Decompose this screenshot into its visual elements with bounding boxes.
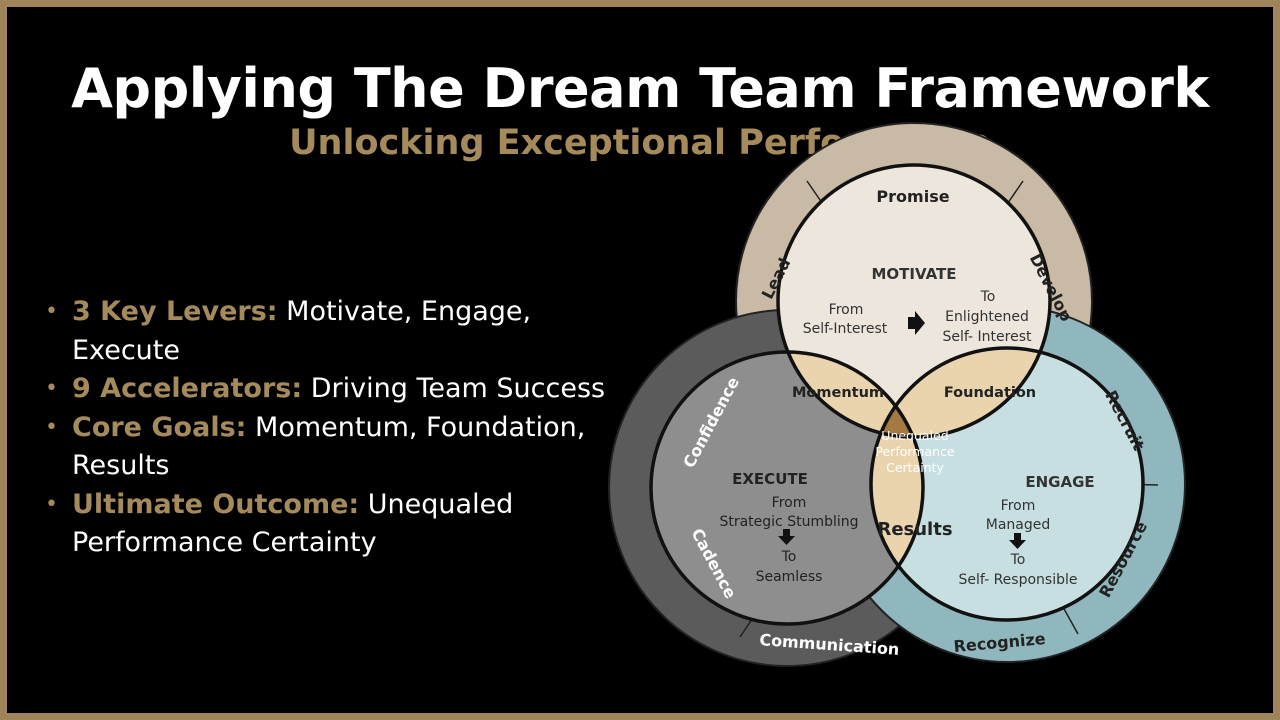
bullet-dot-icon: • [45,491,58,517]
bullet-item: • Ultimate Outcome: Unequaled Performance… [45,486,645,563]
motivate-from-label: From [829,302,864,318]
bullet-text: Momentum, Foundation, Results [72,411,586,482]
slide-title: Applying The Dream Team Framework [71,57,1209,120]
outcome-line-3: Certainty [886,460,944,475]
arrow-right-icon [908,311,925,335]
engage-to-label: To [1010,552,1026,568]
motivate-from-value: Self-Interest [803,321,888,337]
execute-from-value: Strategic Stumbling [719,514,858,530]
goal-results: Results [877,519,952,540]
bullet-item: • Core Goals: Momentum, Foundation, Resul… [45,409,645,486]
outcome-line-2: Performance [875,444,955,459]
execute-outline [649,350,925,626]
motivate-to-value-1: Enlightened [945,309,1029,325]
bullet-text: Unequaled Performance Certainty [72,488,514,559]
goal-foundation: Foundation [944,385,1036,401]
goal-momentum: Momentum [792,385,884,401]
bullet-dot-icon: • [45,414,58,440]
momentum-region [778,352,923,437]
bullet-dot-icon: • [45,376,58,401]
bullet-text: Motivate, Engage, Execute [72,296,532,366]
arrow-down-icon [1009,533,1026,549]
bullet-key: 3 Key Levers: [72,296,278,327]
execute-title: EXECUTE [732,470,808,488]
foundation-region [871,348,1050,437]
bullet-text: Driving Team Success [302,373,606,404]
bullet-dot-icon: • [45,299,58,324]
bullet-list: • 3 Key Levers: Motivate, Engage, Execute… [45,293,645,563]
motivate-to-value-2: Self- Interest [942,329,1032,345]
arrow-down-icon [778,529,795,545]
execute-from-label: From [772,495,807,511]
engage-to-value: Self- Responsible [959,572,1078,588]
bullet-item: • 9 Accelerators: Driving Team Success [45,370,645,409]
outcome-line-1: Unequaled [881,428,948,443]
motivate-title: MOTIVATE [871,265,956,283]
bullet-key: 9 Accelerators: [72,373,303,404]
engage-outline [869,346,1145,622]
execute-to-label: To [781,549,797,565]
engage-from-label: From [1001,498,1036,514]
engage-from-value: Managed [986,517,1051,533]
bullet-key: Core Goals: [72,411,247,443]
motivate-to-label: To [980,289,996,305]
foundation-fill [871,348,1050,437]
accelerator-promise: Promise [876,187,949,206]
bullet-key: Ultimate Outcome: [72,488,360,520]
engage-title: ENGAGE [1025,473,1094,491]
momentum-fill [778,352,923,437]
bullet-item: • 3 Key Levers: Motivate, Engage, Execute [45,293,645,370]
execute-to-value: Seamless [756,569,823,585]
